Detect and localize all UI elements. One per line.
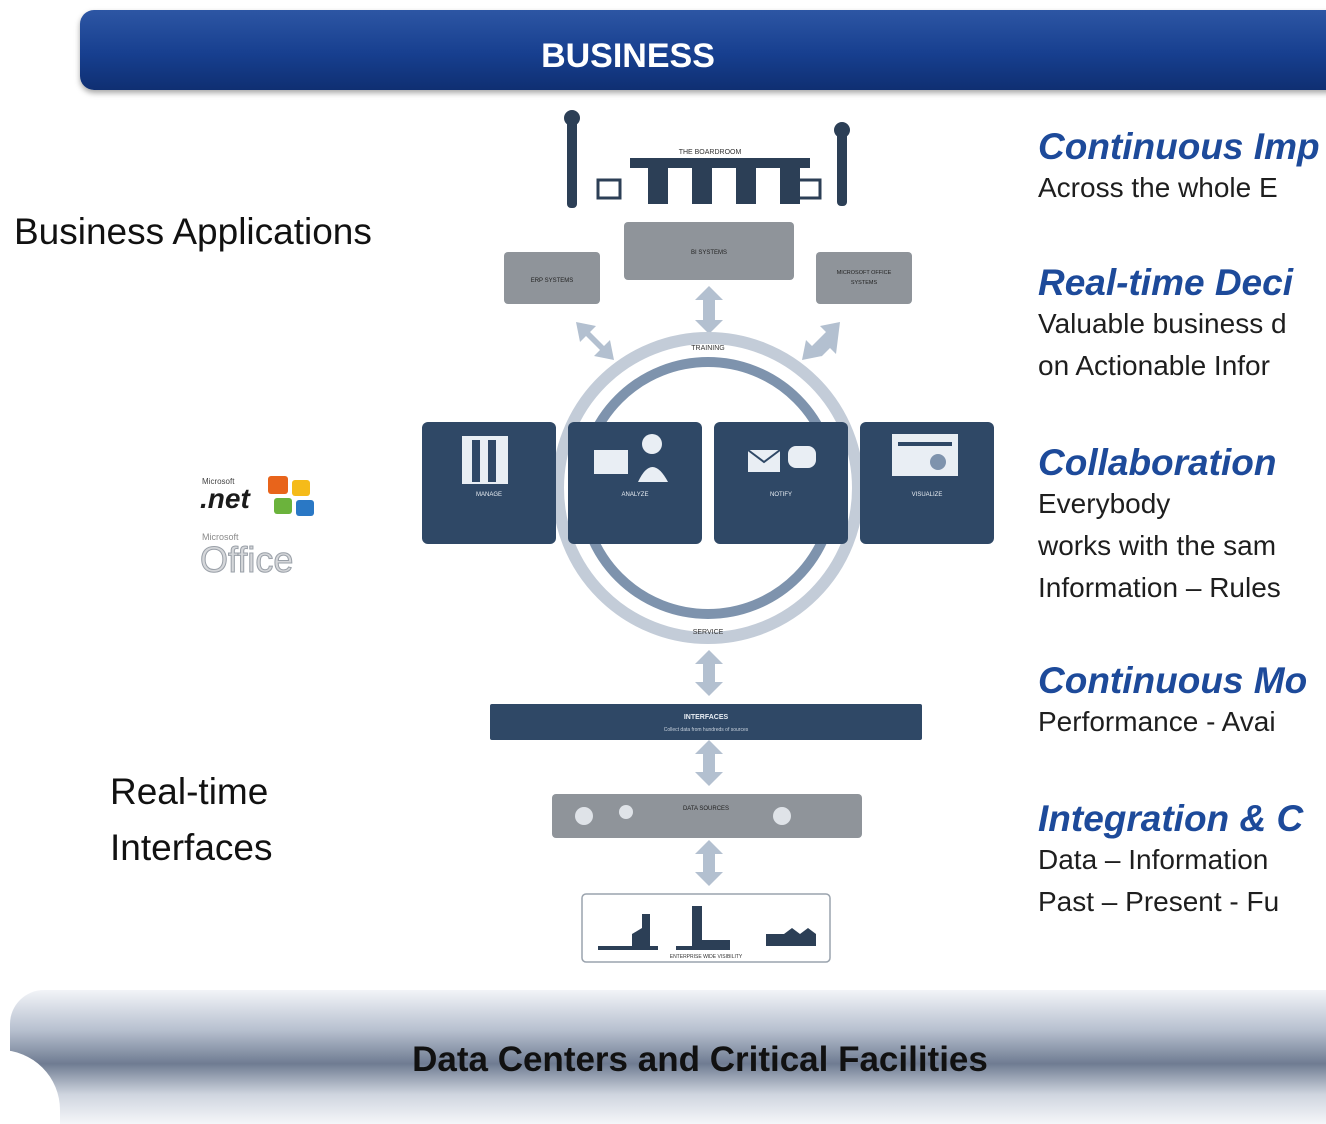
person-right-icon [837,128,847,206]
factory-icon [598,906,816,950]
panel-notify: NOTIFY [714,422,848,544]
benefit-collaboration: Collaboration Everybody works with the s… [1038,442,1281,604]
data-sources-bar [552,794,862,838]
svg-text:DATA SOURCES: DATA SOURCES [683,806,729,812]
connector-arrows [576,286,840,886]
benefit-realtime-decisions: Real-time Deci Valuable business d on Ac… [1038,262,1293,382]
person-left-icon [567,113,577,208]
benefit-line: Information – Rules [1038,572,1281,603]
benefit-continuous-monitoring: Continuous Mo Performance - Avai [1038,660,1307,738]
boardroom-group: THE BOARDROOM [564,110,850,208]
business-applications-label: Business Applications [14,211,372,252]
data-centers-bar [10,990,1326,1124]
svg-text:SERVICE: SERVICE [693,629,724,636]
banner-title: BUSINESS [541,37,715,75]
erp-systems-box [504,252,600,304]
bi-systems-box [624,222,794,280]
enterprise-box [581,893,831,963]
svg-text:Office: Office [200,539,293,580]
benefit-title: Integration & C [1038,798,1304,839]
svg-text:Microsoft: Microsoft [202,477,235,486]
benefit-line: Data – Information [1038,844,1269,875]
benefit-title: Continuous Mo [1038,660,1308,701]
microsoft-office-systems-box [816,252,912,304]
top-banner [80,10,1326,90]
benefit-continuous-improvement: Continuous Imp Across the whole E [1038,126,1320,204]
architecture-diagram: THE BOARDROOM BI SYSTEMS ERP SYSTEMS MIC… [422,110,994,963]
benefit-line: Across the whole E [1038,172,1278,203]
panel-visualize: VISUALIZE [860,422,994,544]
benefit-line: Valuable business d [1038,308,1287,339]
benefit-line: works with the sam [1038,530,1277,561]
svg-text:.net: .net [200,483,251,514]
svg-text:MANAGE: MANAGE [476,492,502,498]
svg-text:INTERFACES: INTERFACES [684,714,729,721]
svg-text:BI SYSTEMS: BI SYSTEMS [691,250,727,256]
svg-text:ERP SYSTEMS: ERP SYSTEMS [531,278,574,284]
svg-text:SYSTEMS: SYSTEMS [851,280,878,286]
svg-text:MICROSOFT OFFICE: MICROSOFT OFFICE [837,270,892,276]
svg-text:TRAINING: TRAINING [691,345,724,352]
data-centers-title: Data Centers and Critical Facilities [412,1040,988,1079]
interfaces-bar [490,704,922,740]
svg-text:Collect data from hundreds of: Collect data from hundreds of sources [664,727,749,733]
benefit-line: on Actionable Infor [1038,350,1270,381]
benefit-title: Real-time Deci [1038,262,1293,303]
benefit-line: Everybody [1038,488,1171,519]
svg-text:NOTIFY: NOTIFY [770,492,792,498]
benefit-title: Continuous Imp [1038,126,1320,167]
svg-text:ENTERPRISE WIDE VISIBILITY: ENTERPRISE WIDE VISIBILITY [670,954,743,960]
benefit-line: Past – Present - Fu [1038,886,1280,917]
svg-text:THE BOARDROOM: THE BOARDROOM [679,149,742,156]
boardroom-table-icon [630,158,810,168]
panel-manage: MANAGE [422,422,556,544]
svg-text:VISUALIZE: VISUALIZE [912,492,943,498]
outer-ring [552,332,864,644]
svg-text:Microsoft: Microsoft [202,532,239,542]
svg-text:ANALYZE: ANALYZE [622,492,649,498]
interfaces-label: Interfaces [110,827,273,868]
realtime-label: Real-time [110,771,269,812]
benefit-line: Performance - Avai [1038,706,1276,737]
microsoft-net-office-logo: Microsoft .net Microsoft Office [200,476,314,581]
benefit-integration: Integration & C Data – Information Past … [1038,798,1303,918]
panel-analyze: ANALYZE [568,422,702,544]
benefit-title: Collaboration [1038,442,1277,483]
